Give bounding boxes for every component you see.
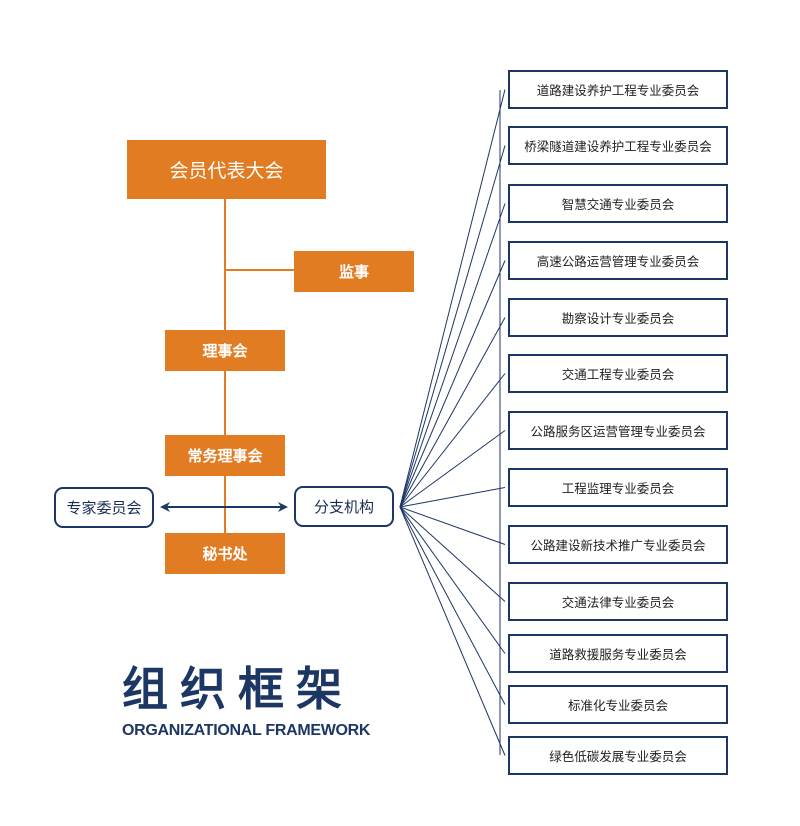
committee-label: 桥梁隧道建设养护工程专业委员会 (524, 139, 712, 154)
committee-label: 工程监理专业委员会 (561, 481, 675, 496)
committee-label: 绿色低碳发展专业委员会 (549, 749, 687, 764)
council-label: 理事会 (202, 342, 248, 360)
fan-line (399, 506, 506, 756)
committee-box: 绿色低碳发展专业委员会 (508, 736, 728, 775)
general-assembly-box: 会员代表大会 (127, 140, 326, 199)
title-cn: 组织框架 (122, 662, 354, 716)
title-en: ORGANIZATIONAL FRAMEWORK (122, 722, 371, 739)
committee-label: 高速公路运营管理专业委员会 (536, 254, 700, 269)
committee-label: 交通工程专业委员会 (561, 367, 675, 382)
committee-label: 道路建设养护工程专业委员会 (536, 83, 700, 98)
committee-box: 道路救援服务专业委员会 (508, 634, 728, 673)
fan-line (399, 145, 506, 508)
committee-box: 交通工程专业委员会 (508, 354, 728, 393)
fan-line (399, 430, 506, 508)
committee-box: 公路建设新技术推广专业委员会 (508, 525, 728, 564)
standing-council-box: 常务理事会 (165, 435, 285, 476)
fan-line (399, 487, 506, 508)
expert-committee-box: 专家委员会 (54, 487, 154, 528)
committee-label: 智慧交通专业委员会 (561, 197, 675, 212)
committee-label: 标准化专业委员会 (567, 698, 668, 713)
supervisor-box: 监事 (294, 251, 414, 292)
general-assembly-label: 会员代表大会 (169, 160, 284, 182)
branches-label: 分支机构 (313, 498, 374, 516)
committee-box: 公路服务区运营管理专业委员会 (508, 411, 728, 450)
committee-box: 勘察设计专业委员会 (508, 298, 728, 337)
secretariat-box: 秘书处 (165, 533, 285, 574)
fan-lines (399, 89, 506, 756)
supervisor-label: 监事 (338, 263, 369, 281)
fan-line (399, 89, 506, 508)
committee-label: 公路服务区运营管理专业委员会 (530, 424, 706, 439)
committee-label: 交通法律专业委员会 (561, 595, 675, 610)
committee-box: 道路建设养护工程专业委员会 (508, 70, 728, 109)
committee-box: 智慧交通专业委员会 (508, 184, 728, 223)
fan-line (399, 373, 506, 508)
standing-council-label: 常务理事会 (187, 447, 263, 465)
fan-line (399, 506, 506, 602)
fan-line (399, 506, 506, 705)
committee-label: 公路建设新技术推广专业委员会 (530, 538, 706, 553)
fan-line (399, 260, 506, 508)
branches-box: 分支机构 (294, 486, 394, 527)
fan-line (399, 506, 506, 654)
committee-box: 交通法律专业委员会 (508, 582, 728, 621)
fan-line (399, 203, 506, 508)
committee-box: 桥梁隧道建设养护工程专业委员会 (508, 126, 728, 165)
committee-label: 道路救援服务专业委员会 (549, 647, 687, 662)
committee-box: 高速公路运营管理专业委员会 (508, 241, 728, 280)
secretariat-label: 秘书处 (202, 545, 248, 563)
fan-line (399, 506, 506, 545)
committee-box: 工程监理专业委员会 (508, 468, 728, 507)
committee-label: 勘察设计专业委员会 (561, 311, 675, 326)
council-box: 理事会 (165, 330, 285, 371)
committee-box: 标准化专业委员会 (508, 685, 728, 724)
expert-committee-label: 专家委员会 (66, 499, 142, 517)
fan-line (399, 317, 506, 508)
